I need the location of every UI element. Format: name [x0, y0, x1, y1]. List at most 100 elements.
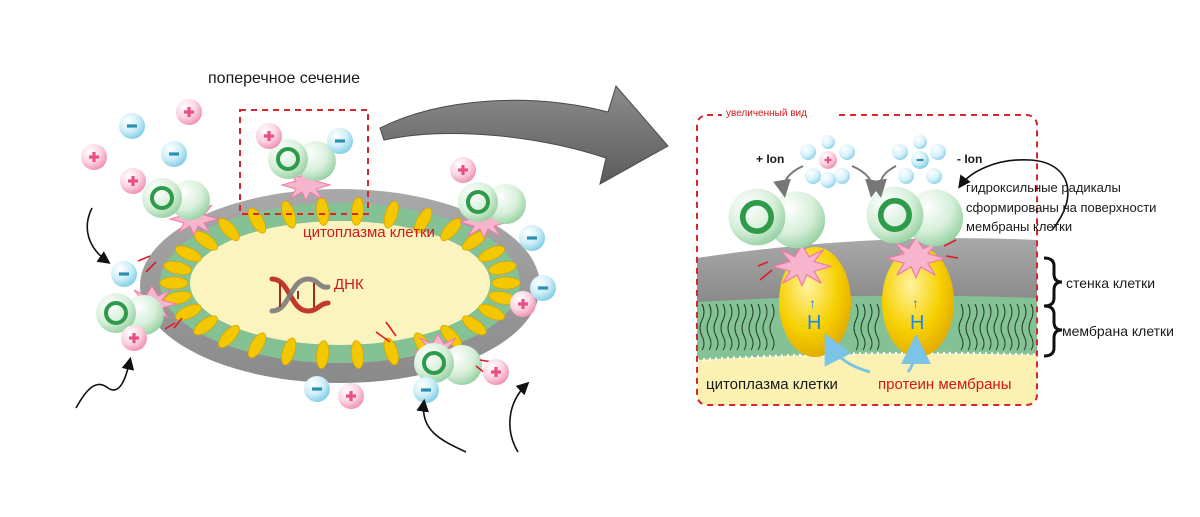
cell-cross-section: [140, 189, 540, 383]
lipid-tail: [965, 303, 971, 351]
plus-ion-label: + Ion: [756, 152, 784, 166]
plus-ion-icon: [81, 144, 107, 170]
plus-ion-icon: [483, 359, 509, 385]
h-label-left: H: [807, 312, 821, 334]
membrane-band: [697, 293, 1037, 360]
plus-ion-cluster: [800, 135, 855, 188]
membrane-protein: [247, 332, 267, 359]
lipid-tail: [720, 303, 726, 351]
cross-section-label: поперечное сечение: [208, 70, 360, 87]
lipid-tail: [706, 303, 712, 351]
lipid-tails: [699, 303, 1034, 351]
membrane-protein: [413, 207, 433, 234]
plus-ion-icon: [510, 291, 536, 317]
minus-ion-icon: [327, 128, 353, 154]
lipid-tail: [1014, 303, 1020, 351]
curved-arrow-icon: [75, 356, 135, 409]
minus-ion-icon: [519, 225, 545, 251]
ion-arrow-icon: [773, 165, 804, 198]
lipid-tail: [1028, 303, 1034, 351]
magnified-view-label: увеличенный вид: [726, 108, 807, 119]
minus-ion-cluster: [892, 135, 946, 184]
movement-arrows: [75, 207, 530, 453]
membrane-protein: [478, 303, 506, 321]
lipid-tail: [1000, 303, 1006, 351]
plus-ion-icon: [120, 168, 146, 194]
membrane-protein: [383, 337, 399, 366]
h-arrow-left: ↑: [809, 295, 816, 311]
membrane-protein: [462, 315, 487, 336]
dna-label: ДНК: [334, 276, 364, 293]
lipid-tail: [755, 303, 761, 351]
plus-ion-icon: [338, 383, 364, 409]
lipid-tail: [874, 303, 880, 351]
membrane-protein: [193, 315, 218, 336]
radicals-label-line2: сформированы на поверхности: [966, 200, 1156, 215]
membrane-protein: [218, 324, 240, 349]
magnified-view-frame: [696, 114, 1038, 406]
membrane-protein: [163, 261, 192, 275]
radicals-label-line3: мембраны клетки: [966, 219, 1072, 234]
membrane-protein: [281, 337, 297, 366]
membrane-protein: [218, 217, 240, 242]
lipid-tail: [713, 303, 719, 351]
curved-arrow-icon: [86, 207, 111, 264]
cell-wall-label: стенка клетки: [1066, 275, 1155, 291]
cross-section-box: [239, 109, 369, 215]
lipid-tail: [1021, 303, 1027, 351]
cell-membrane-brace-icon: [1043, 304, 1063, 358]
hydroxyl-radical: [729, 189, 826, 249]
membrane-protein: [491, 276, 521, 290]
curved-arrow-icon: [416, 398, 467, 453]
lipid-tail: [853, 303, 859, 351]
lipid-tail: [958, 303, 964, 351]
membrane-protein: [350, 197, 364, 226]
radicals-label-line1: гидроксильные радикалы: [966, 180, 1121, 195]
plus-ion-icon: [450, 157, 476, 183]
cytoplasm-area: [190, 221, 490, 345]
membrane-protein: [159, 276, 189, 290]
cytoplasm-label-right: цитоплазма клетки: [706, 376, 838, 393]
plus-ion-icon: [121, 325, 147, 351]
magnify-arrow-icon: [379, 84, 669, 185]
lipid-tail: [986, 303, 992, 351]
hydroxyl-radical: [867, 187, 964, 247]
protein-arrow-icon: [824, 333, 871, 374]
lipid-tail: [727, 303, 733, 351]
membrane-protein: [488, 261, 517, 275]
lipid-tail: [748, 303, 754, 351]
cell-membrane-label: мембрана клетки: [1062, 323, 1174, 339]
minus-ion-icon: [304, 376, 330, 402]
minus-ion-icon: [413, 377, 439, 403]
minus-ion-label: - Ion: [957, 152, 982, 166]
lipid-tail: [762, 303, 768, 351]
hydroxyl-radical: [140, 176, 212, 222]
plus-ion-icon: [176, 99, 202, 125]
cytoplasm-label-left: цитоплазма клетки: [303, 224, 435, 241]
lipid-tail: [734, 303, 740, 351]
lipid-tail: [979, 303, 985, 351]
membrane-protein: [174, 303, 202, 321]
lipid-tail: [1007, 303, 1013, 351]
hydroxyl-radical: [266, 137, 338, 183]
minus-ion-icon: [911, 151, 929, 169]
plus-ion-icon: [819, 151, 837, 169]
h-arrow-right: ↑: [912, 295, 919, 311]
cell-wall-brace-icon: [1043, 256, 1063, 308]
membrane-protein: [350, 340, 364, 369]
h-label-right: H: [910, 312, 924, 334]
magnified-view: ↑ H ↑ H + Ion: [696, 104, 1038, 406]
membrane-protein: [383, 200, 399, 229]
callout-arrow-icon: [958, 159, 1069, 231]
membrane-protein: [316, 340, 330, 369]
dna-icon: [269, 276, 331, 314]
membrane-protein: [174, 245, 202, 263]
membrane-protein: [478, 245, 506, 263]
lipid-tail: [993, 303, 999, 351]
minus-ion-icon: [161, 141, 187, 167]
membrane-protein-right: [882, 247, 954, 357]
membrane-protein-label: протеин мембраны: [878, 376, 1012, 393]
protein-arrow-icon: [900, 334, 931, 373]
hydroxyl-radical: [456, 180, 528, 226]
